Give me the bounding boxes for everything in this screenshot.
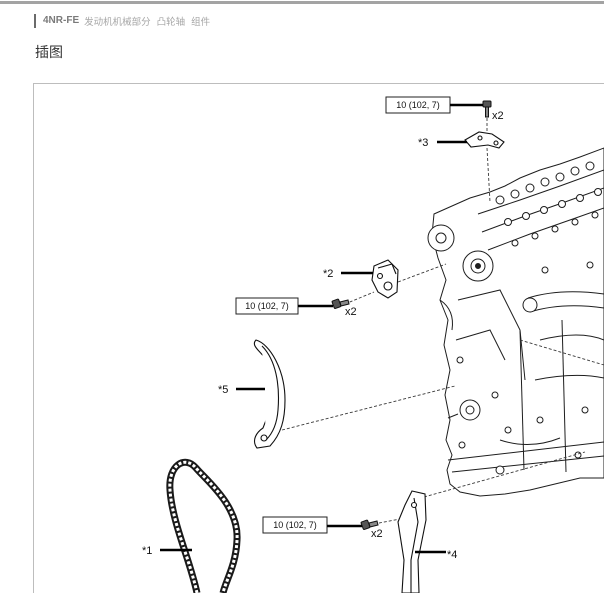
header-divider	[34, 13, 36, 28]
bolt-icon	[482, 100, 492, 118]
callout-5: *5	[218, 384, 265, 396]
callout-3: *3	[418, 137, 467, 149]
callout-label: *4	[447, 549, 457, 561]
torque-value: 10 (102, 7)	[245, 301, 289, 311]
timing-chain-part	[166, 458, 241, 593]
engine-block	[427, 147, 604, 497]
chain-guide-part	[397, 490, 427, 593]
header-model: 4NR-FE	[43, 15, 80, 26]
bracket-part	[464, 131, 505, 149]
header-page: 组件	[191, 16, 211, 28]
header-subsection: 凸轮轴	[156, 16, 186, 28]
callout-label: *1	[142, 545, 152, 557]
callout-4: *4	[415, 549, 457, 561]
quantity-label: x2	[345, 306, 357, 318]
page-header: 4NR-FE 发动机机械部分 凸轮轴 组件	[34, 13, 216, 28]
torque-value: 10 (102, 7)	[396, 100, 440, 110]
callout-label: *2	[323, 268, 333, 280]
callout-2: *2	[323, 268, 373, 280]
header-section: 发动机机械部分	[84, 16, 151, 28]
torque-label: 10 (102, 7)	[235, 297, 333, 315]
bolt-icon	[331, 298, 350, 310]
page-title: 插图	[35, 45, 63, 61]
callout-label: *5	[218, 384, 228, 396]
quantity-label: x2	[492, 110, 504, 122]
torque-value: 10 (102, 7)	[273, 520, 317, 530]
callout-1: *1	[142, 545, 192, 557]
diagram-frame	[33, 83, 604, 593]
chain-slipper-part	[253, 339, 286, 449]
torque-label: 10 (102, 7)	[262, 516, 362, 534]
quantity-label: x2	[371, 528, 383, 540]
callout-label: *3	[418, 137, 428, 149]
torque-label: 10 (102, 7)	[385, 96, 483, 114]
top-rule	[0, 1, 604, 4]
chain-tensioner-part	[371, 259, 399, 299]
bolt-icon	[360, 519, 379, 531]
